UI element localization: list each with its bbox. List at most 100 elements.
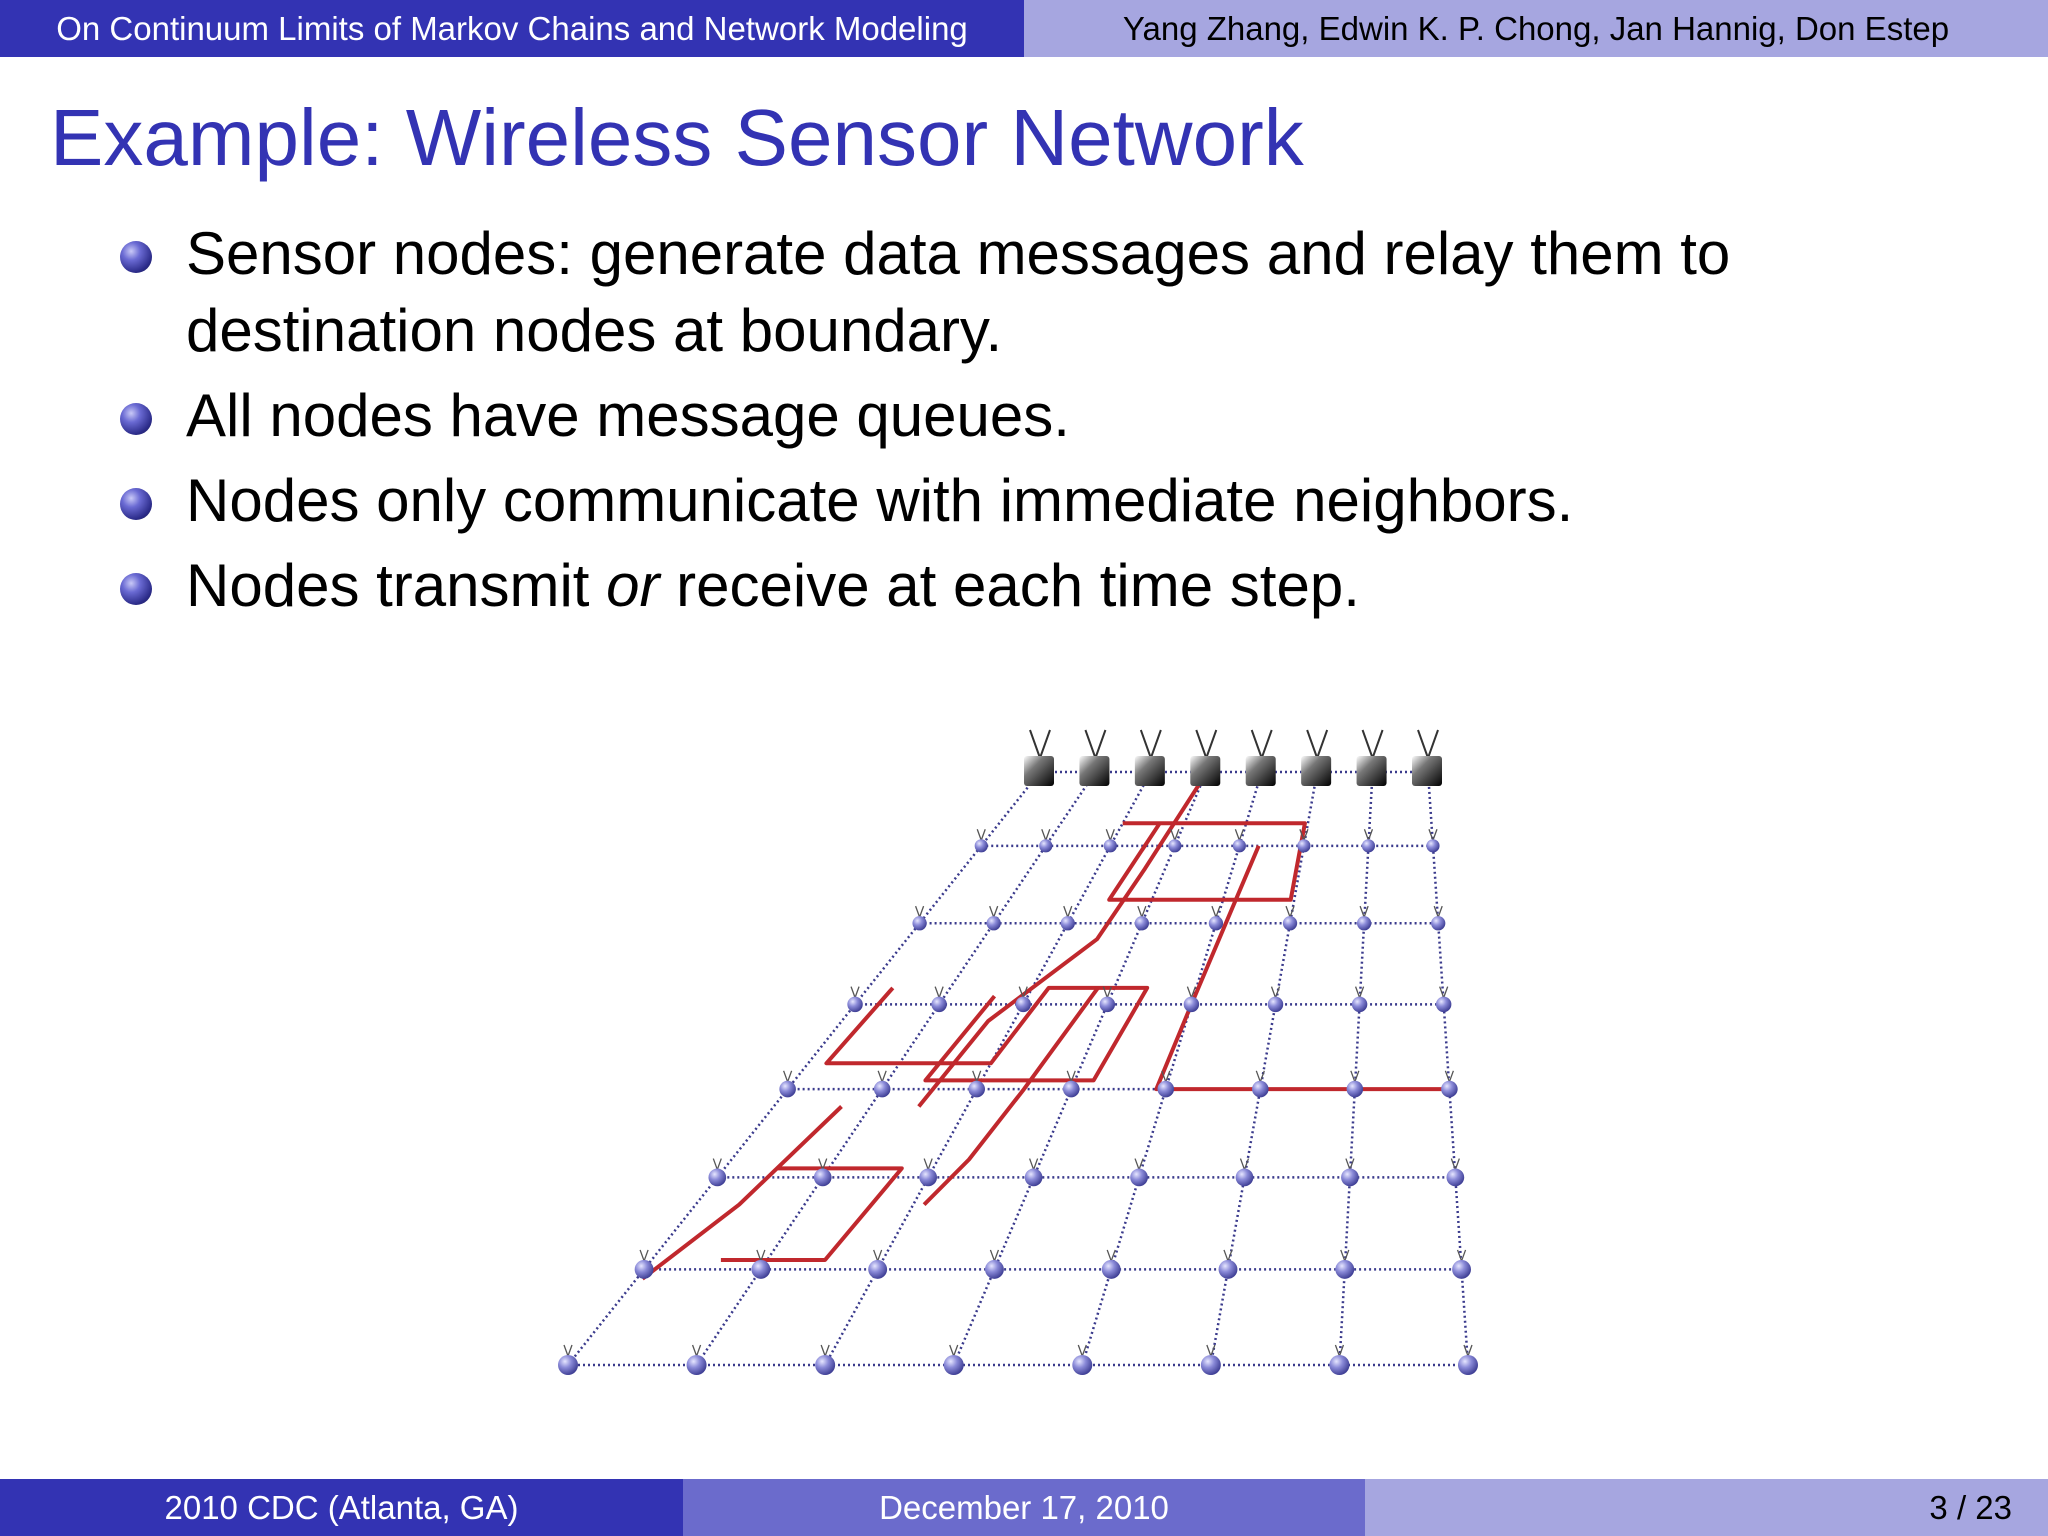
- antenna-icon: [1427, 729, 1439, 759]
- sensor-node-icon: [1103, 839, 1117, 853]
- sensor-node-icon: [1431, 916, 1446, 931]
- sensor-node-icon: [1157, 1080, 1175, 1098]
- sensor-node-icon: [558, 1355, 578, 1375]
- antenna-icon: [1270, 986, 1277, 998]
- destination-node-icon: [1356, 756, 1387, 786]
- antenna-icon: [716, 1158, 722, 1170]
- sensor-node-icon: [1335, 1259, 1355, 1279]
- sensor-node-icon: [1134, 916, 1149, 931]
- antenna-icon: [993, 1249, 1000, 1262]
- antenna-icon: [691, 1344, 698, 1357]
- message-route: [922, 986, 1100, 1207]
- sensor-node-icon: [1200, 1355, 1221, 1375]
- sensor-node-icon: [1458, 1355, 1478, 1375]
- antenna-icon: [1138, 1158, 1144, 1170]
- antenna-icon: [1289, 905, 1295, 918]
- message-route: [1107, 821, 1307, 902]
- antenna-icon: [1066, 1070, 1072, 1083]
- antenna-icon: [1439, 986, 1445, 998]
- antenna-icon: [1141, 905, 1147, 918]
- antenna-icon: [1444, 1070, 1450, 1083]
- antenna-icon: [1334, 1344, 1341, 1357]
- antenna-icon: [877, 1249, 883, 1262]
- antenna-icon: [1306, 729, 1319, 759]
- antenna-icon: [1084, 729, 1097, 759]
- destination-nodes: [1024, 729, 1442, 786]
- antenna-icon: [1359, 905, 1365, 918]
- sensor-node-icon: [931, 996, 947, 1013]
- antenna-icon: [953, 1344, 959, 1357]
- antenna-icon: [1437, 905, 1443, 918]
- antenna-icon: [949, 1344, 955, 1357]
- sensor-node-icon: [974, 839, 988, 853]
- antenna-icon: [1102, 986, 1108, 998]
- antenna-icon: [1433, 905, 1439, 918]
- antenna-icon: [1109, 829, 1115, 841]
- antenna-icon: [1165, 1070, 1171, 1083]
- antenna-icon: [927, 1158, 933, 1170]
- antenna-icon: [1028, 1158, 1035, 1170]
- antenna-icon: [1450, 1158, 1456, 1170]
- sensor-node-icon: [1346, 1080, 1364, 1098]
- grid-column-line: [1338, 771, 1374, 1366]
- bullet-item: Nodes only communicate with immediate ne…: [118, 462, 1998, 539]
- antenna-icon: [1238, 829, 1244, 841]
- antenna-icon: [1358, 986, 1365, 998]
- sensor-node-icon: [1441, 1080, 1458, 1098]
- antenna-icon: [854, 986, 860, 998]
- sensor-node-icon: [1252, 1080, 1269, 1098]
- sensor-node-icon: [1426, 839, 1440, 853]
- sensor-node-icon: [686, 1355, 707, 1375]
- sensor-node-icon: [985, 1259, 1004, 1279]
- antenna-icon: [760, 1249, 766, 1262]
- sensor-node-icon: [1060, 916, 1075, 931]
- sensor-node-icon: [1235, 1168, 1254, 1187]
- sensor-node-icon: [815, 1355, 836, 1375]
- sensor-node-icon: [751, 1259, 771, 1279]
- antenna-icon: [563, 1344, 569, 1357]
- sensor-node-icon: [1232, 839, 1246, 853]
- antenna-icon: [1274, 986, 1281, 998]
- antenna-icon: [1018, 986, 1024, 998]
- antenna-icon: [976, 829, 982, 841]
- antenna-icon: [1460, 1249, 1467, 1262]
- antenna-icon: [1371, 729, 1384, 759]
- antenna-icon: [1134, 1158, 1140, 1170]
- antenna-icon: [1340, 1249, 1346, 1262]
- antenna-icon: [989, 905, 995, 918]
- antenna-icon: [1106, 1249, 1112, 1262]
- antenna-icon: [881, 1070, 887, 1083]
- sensor-node-icon: [1356, 916, 1372, 931]
- antenna-icon: [1361, 729, 1374, 759]
- sensor-node-icon: [1267, 996, 1284, 1013]
- antenna-icon: [1345, 1158, 1351, 1170]
- antenna-icon: [1205, 729, 1218, 759]
- sensor-node-icon: [1218, 1259, 1238, 1279]
- antenna-icon: [787, 1070, 793, 1083]
- antenna-icon: [818, 1158, 824, 1170]
- antenna-icon: [1045, 829, 1051, 841]
- sensor-node-icon: [779, 1080, 796, 1098]
- antenna-icon: [1443, 986, 1449, 998]
- antenna-icon: [1417, 729, 1429, 759]
- sensor-node-icon: [1183, 996, 1200, 1013]
- antenna-icon: [1077, 1344, 1083, 1357]
- destination-node-icon: [1024, 756, 1054, 786]
- antenna-icon: [1022, 986, 1028, 998]
- antenna-icon: [1139, 729, 1152, 759]
- antenna-icon: [822, 1158, 828, 1170]
- sensor-node-icon: [1435, 996, 1452, 1013]
- antenna-icon: [877, 1070, 883, 1083]
- antenna-icon: [1432, 829, 1438, 841]
- antenna-icon: [1354, 1070, 1360, 1083]
- sensor-node-icon: [1168, 839, 1182, 853]
- sensor-node-icon: [1039, 839, 1053, 853]
- antenna-icon: [1239, 1158, 1246, 1170]
- bullet-text-emphasis: or: [606, 552, 660, 619]
- sensor-node-icon: [1282, 916, 1298, 931]
- sensor-node-icon: [1208, 916, 1224, 931]
- antenna-icon: [1349, 1158, 1355, 1170]
- antenna-icon: [1259, 1070, 1265, 1083]
- antenna-icon: [820, 1344, 826, 1357]
- bullet-text: Nodes only communicate with immediate ne…: [186, 467, 1574, 534]
